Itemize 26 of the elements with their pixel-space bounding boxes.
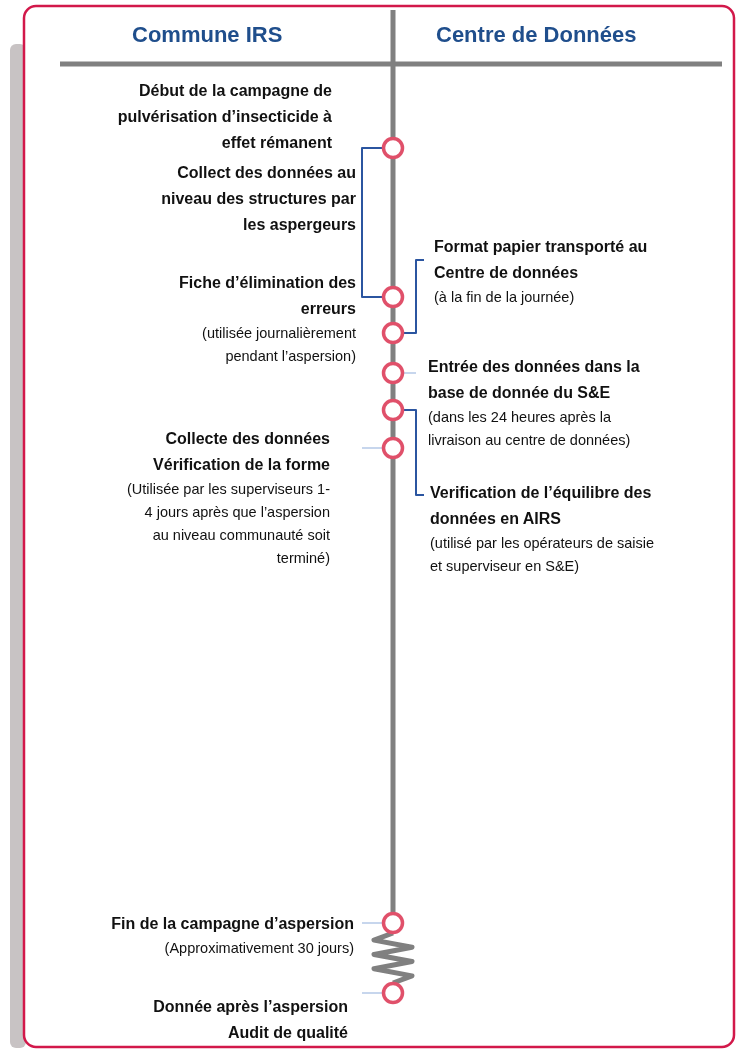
- step-heading: Format papier transporté au Centre de données: [434, 237, 649, 283]
- column-heading: Centre de Données: [436, 22, 637, 48]
- timeline-marker: [381, 398, 405, 422]
- step-note: (utilisée journalièrement pendant l’aspersion): [201, 324, 356, 366]
- step-note: (Utilisée par les superviseurs 1-4 jours après que l’aspersion au niveau communauté soit terminé): [125, 480, 330, 568]
- step-heading: Fiche d’élimination des erreurs: [178, 273, 356, 319]
- step-note: (à la fin de la journée): [434, 288, 576, 307]
- timeline-marker: [381, 981, 405, 1005]
- timeline-marker: [381, 285, 405, 309]
- step-heading: Donnée après l’aspersion Audit de qualité: [152, 997, 348, 1043]
- step-note: (dans les 24 heures après la livraison au centre de données): [428, 408, 632, 450]
- spring-connector: [371, 930, 415, 986]
- step-note: (Approximativement 30 jours): [163, 939, 354, 958]
- step-heading: Collect des données au niveau des structures par les aspergeurs: [160, 163, 356, 235]
- step-heading: Début de la campagne de pulvérisation d’insecticide à effet rémanent: [116, 81, 332, 153]
- timeline-marker: [381, 321, 405, 345]
- step-heading: Entrée des données dans la base de donnée du S&E: [428, 357, 641, 403]
- timeline-marker: [381, 361, 405, 385]
- step-heading: Collecte des données Vérification de la forme: [152, 429, 330, 475]
- step-heading: Fin de la campagne d’aspersion: [110, 914, 354, 934]
- column-heading: Commune IRS: [132, 22, 283, 48]
- timeline-marker: [381, 436, 405, 460]
- step-heading: Verification de l’équilibre des données en AIRS: [430, 483, 653, 529]
- timeline-marker: [381, 911, 405, 935]
- timeline-marker: [381, 136, 405, 160]
- step-note: (utilisé par les opérateurs de saisie et superviseur en S&E): [430, 534, 656, 576]
